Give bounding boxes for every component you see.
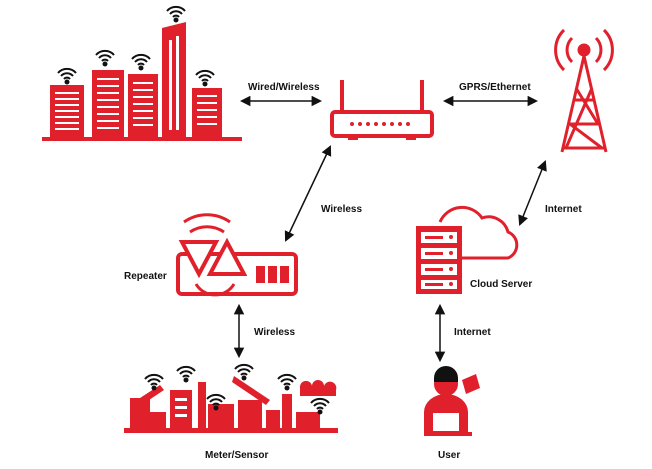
link-label-gprs-ethernet: GPRS/Ethernet [459,82,531,93]
meter-sensor-label: Meter/Sensor [205,450,269,461]
user-laptop-icon [424,366,480,436]
link-label-tower-cloud: Internet [545,204,582,215]
router-icon [330,80,434,140]
link-label-repeater-meter: Wireless [254,327,296,338]
repeater-icon [176,213,298,297]
link-tower-cloud [518,160,547,226]
link-label-cloud-user: Internet [454,327,491,338]
user-label: User [438,450,461,461]
cloud-server-icon [416,205,519,294]
link-router-repeater [284,145,332,242]
factory-icon [124,363,338,433]
link-label-router-repeater: Wireless [321,204,363,215]
repeater-label: Repeater [124,271,167,282]
link-label-wired-wireless: Wired/Wireless [248,82,320,93]
cloud-server-label: Cloud Server [470,279,533,290]
city-buildings-icon [42,5,242,141]
cell-tower-icon [554,28,614,153]
